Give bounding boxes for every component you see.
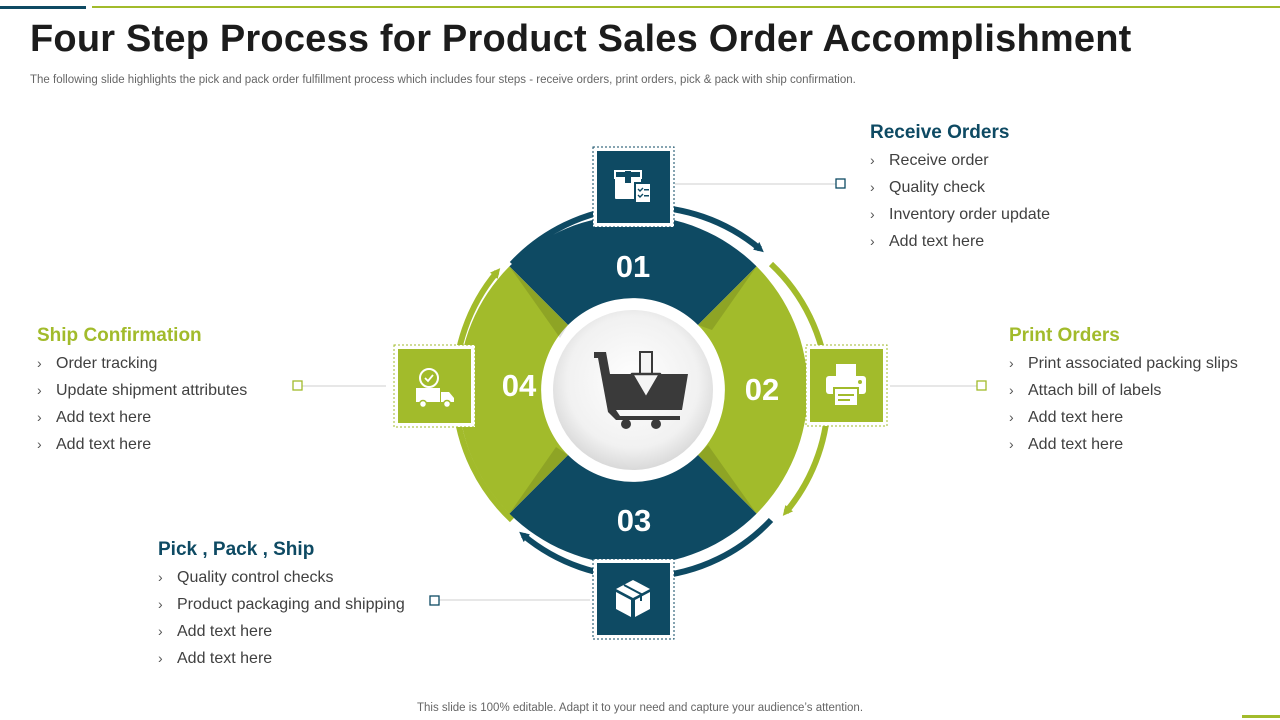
list-item: ›Inventory order update bbox=[870, 201, 1050, 228]
step-title-pick-pack-ship: Pick , Pack , Ship bbox=[158, 539, 315, 560]
step-number-04: 04 bbox=[502, 368, 537, 403]
list-item: ›Add text here bbox=[870, 228, 1050, 255]
step-block-pick-pack-ship: Pick , Pack , Ship ›Quality control chec… bbox=[158, 539, 405, 672]
delivery-truck-icon bbox=[416, 368, 454, 409]
chevron-right-icon: › bbox=[1009, 436, 1014, 452]
chevron-right-icon: › bbox=[1009, 355, 1014, 371]
list-item: ›Print associated packing slips bbox=[1009, 350, 1238, 377]
shopping-cart-download-icon bbox=[594, 351, 688, 429]
list-item: ›Attach bill of labels bbox=[1009, 377, 1238, 404]
list-item: ›Product packaging and shipping bbox=[158, 591, 405, 618]
step-title-print-orders: Print Orders bbox=[1009, 325, 1120, 346]
chevron-right-icon: › bbox=[158, 623, 163, 639]
segment-04 bbox=[458, 266, 568, 514]
step-number-02: 02 bbox=[745, 372, 779, 407]
list-item: ›Add text here bbox=[37, 431, 247, 458]
top-accent-bar-green bbox=[92, 6, 1280, 8]
chevron-right-icon: › bbox=[1009, 409, 1014, 425]
page-title: Four Step Process for Product Sales Orde… bbox=[30, 18, 1132, 60]
step-title-ship-confirmation: Ship Confirmation bbox=[37, 325, 202, 346]
list-item: ›Quality check bbox=[870, 174, 1050, 201]
step-block-receive-orders: Receive Orders ›Receive order ›Quality c… bbox=[870, 122, 1050, 255]
package-checklist-icon bbox=[614, 170, 652, 204]
chevron-right-icon: › bbox=[870, 206, 875, 222]
segment-02 bbox=[698, 266, 808, 514]
list-item: ›Quality control checks bbox=[158, 564, 405, 591]
segment-03 bbox=[509, 455, 757, 565]
chevron-right-icon: › bbox=[158, 650, 163, 666]
icon-box-03 bbox=[597, 563, 670, 635]
chevron-right-icon: › bbox=[37, 355, 42, 371]
chevron-right-icon: › bbox=[37, 409, 42, 425]
chevron-right-icon: › bbox=[37, 436, 42, 452]
top-accent-bar-dark bbox=[0, 6, 86, 9]
chevron-right-icon: › bbox=[158, 569, 163, 585]
box-icon bbox=[616, 580, 650, 617]
step-block-ship-confirmation: Ship Confirmation ›Order tracking ›Updat… bbox=[37, 325, 247, 458]
step-number-03: 03 bbox=[617, 503, 651, 538]
chevron-right-icon: › bbox=[870, 233, 875, 249]
footer-note: This slide is 100% editable. Adapt it to… bbox=[416, 702, 864, 714]
list-item: ›Update shipment attributes bbox=[37, 377, 247, 404]
chevron-right-icon: › bbox=[158, 596, 163, 612]
chevron-right-icon: › bbox=[37, 382, 42, 398]
list-item: ›Receive order bbox=[870, 147, 1050, 174]
list-item: ›Add text here bbox=[1009, 404, 1238, 431]
step-block-print-orders: Print Orders ›Print associated packing s… bbox=[1009, 325, 1238, 458]
chevron-right-icon: › bbox=[870, 179, 875, 195]
step-title-receive-orders: Receive Orders bbox=[870, 122, 1010, 143]
list-item: ›Add text here bbox=[37, 404, 247, 431]
segment-01 bbox=[509, 215, 757, 325]
chevron-right-icon: › bbox=[870, 152, 875, 168]
list-item: ›Add text here bbox=[158, 618, 405, 645]
list-item: ›Add text here bbox=[1009, 431, 1238, 458]
page-subtitle: The following slide highlights the pick … bbox=[30, 74, 856, 86]
list-item: ›Order tracking bbox=[37, 350, 247, 377]
printer-icon bbox=[826, 364, 866, 407]
step-number-01: 01 bbox=[616, 249, 650, 284]
bottom-accent-bar bbox=[1242, 715, 1280, 718]
list-item: ›Add text here bbox=[158, 645, 405, 672]
chevron-right-icon: › bbox=[1009, 382, 1014, 398]
